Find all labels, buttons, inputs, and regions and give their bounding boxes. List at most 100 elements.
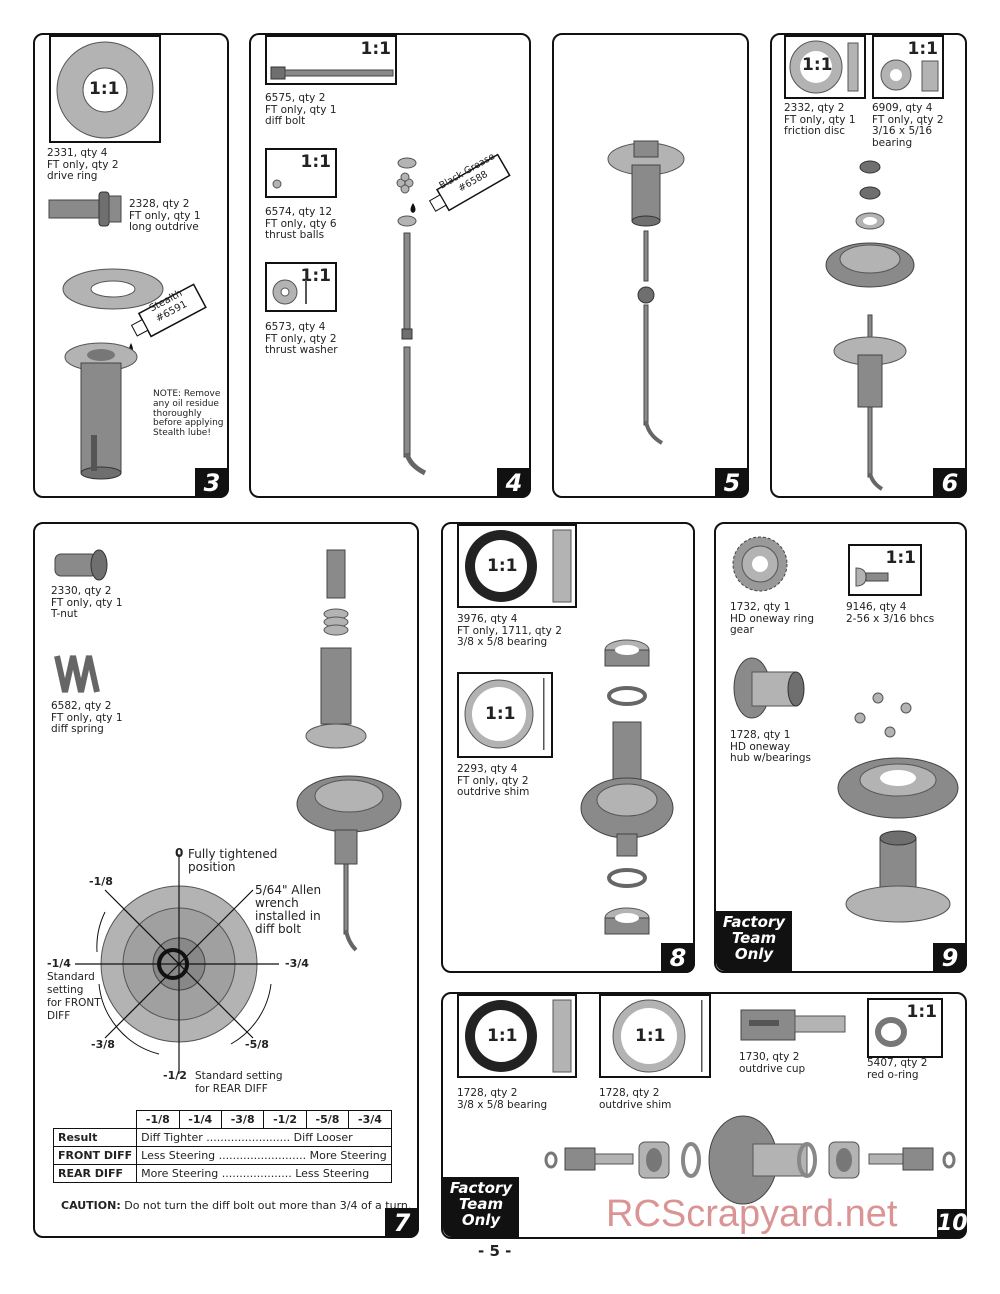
part-6582-label: 6582, qty 2 FT only, qty 1 diff spring xyxy=(51,700,123,735)
dial-minus-1-8: -1/8 xyxy=(89,875,113,888)
button-head-screw-icon xyxy=(855,567,889,587)
step-number: 3 xyxy=(195,468,229,498)
step-number: 9 xyxy=(933,943,967,973)
step-number: 4 xyxy=(497,468,531,498)
dial-minus-1-2-text: Standard setting for REAR DIFF xyxy=(195,1070,283,1095)
scale-label: 1:1 xyxy=(885,548,916,568)
outdrive-cup-icon xyxy=(740,1009,846,1041)
part-6573-scale-box: 1:1 xyxy=(265,262,337,312)
table-row: REAR DIFF More Steering ................… xyxy=(52,1164,392,1183)
bearing-icon xyxy=(465,999,572,1073)
part-9146-scale-box: 1:1 xyxy=(848,544,922,596)
row-range: More Steering .................... Less … xyxy=(136,1164,392,1183)
part-1728-shim-scale-box: 1:1 xyxy=(599,994,711,1078)
part-2332-scale-box: 1:1 xyxy=(784,35,866,99)
row-label: Result xyxy=(52,1128,138,1147)
part-9146-label: 9146, qty 4 2-56 x 3/16 bhcs xyxy=(846,601,935,625)
row-label: FRONT DIFF xyxy=(52,1146,138,1165)
dial-minus-1-4-text: Standard setting for FRONT DIFF xyxy=(47,971,101,1022)
oneway-hub-icon xyxy=(733,657,805,719)
scale-label: 1:1 xyxy=(802,55,833,75)
scale-label: 1:1 xyxy=(300,152,331,172)
row-right: Diff Looser xyxy=(293,1131,353,1144)
part-1728-shim-label: 1728, qty 2 outdrive shim xyxy=(599,1087,672,1111)
bearing-icon xyxy=(880,59,939,92)
outdrive-shim-icon xyxy=(464,678,545,750)
long-outdrive-icon xyxy=(48,191,122,227)
diff-bolt-stack-icon xyxy=(396,157,427,476)
part-2293-label: 2293, qty 4 FT only, qty 2 outdrive shim xyxy=(457,763,530,798)
scale-label: 1:1 xyxy=(907,39,938,59)
step-4-panel: 1:1 6575, qty 2 FT only, qty 1 diff bolt… xyxy=(249,33,531,498)
diff-spring-icon xyxy=(54,655,100,693)
step-number: 5 xyxy=(715,468,749,498)
diff-setting-table: -1/8 -1/4 -3/8 -1/2 -5/8 -3/4 Result Dif… xyxy=(52,1110,392,1183)
part-6575-label: 6575, qty 2 FT only, qty 1 diff bolt xyxy=(265,92,337,127)
caution-label: CAUTION: xyxy=(61,1198,121,1212)
scale-label: 1:1 xyxy=(300,266,331,286)
table-header: -3/8 xyxy=(220,1110,265,1129)
step-number: 7 xyxy=(385,1208,419,1238)
bearing-icon xyxy=(465,529,572,603)
step-number: 10 xyxy=(937,1209,968,1239)
step-number: 6 xyxy=(933,468,967,498)
scale-label: 1:1 xyxy=(635,1026,666,1046)
table-header: -3/4 xyxy=(348,1110,392,1129)
diff-adjust-dial-icon xyxy=(75,854,279,1074)
outdrive-assembly-icon xyxy=(64,342,138,480)
diff-bolt-icon xyxy=(270,66,394,80)
part-2331-scale-box: 1:1 xyxy=(49,35,161,143)
step-8-panel: 1:1 3976, qty 4 FT only, 1711, qty 2 3/8… xyxy=(441,522,695,973)
part-6573-label: 6573, qty 4 FT only, qty 2 thrust washer xyxy=(265,321,338,356)
part-1732-label: 1732, qty 1 HD oneway ring gear xyxy=(730,601,814,636)
dial-minus-1-4: -1/4 xyxy=(47,957,71,970)
table-header-row: -1/8 -1/4 -3/8 -1/2 -5/8 -3/4 xyxy=(54,1110,392,1129)
part-3976-scale-box: 1:1 xyxy=(457,524,577,608)
diff-exploded-stack-icon xyxy=(296,549,402,952)
row-label: REAR DIFF xyxy=(52,1164,138,1183)
oneway-assembly-icon xyxy=(837,692,959,923)
part-5407-label: 5407, qty 2 red o-ring xyxy=(867,1057,928,1081)
stealth-lube-tube-icon xyxy=(129,283,207,353)
part-5407-scale-box: 1:1 xyxy=(867,998,943,1058)
outdrive-bolt-assembly-icon xyxy=(607,140,685,445)
part-6909-label: 6909, qty 4 FT only, qty 2 3/16 x 5/16 b… xyxy=(872,102,944,149)
step-3-panel: 1:1 2331, qty 4 FT only, qty 2 drive rin… xyxy=(33,33,229,498)
dial-minus-3-4: -3/4 xyxy=(285,957,309,970)
part-6909-scale-box: 1:1 xyxy=(872,35,944,99)
step-5-panel: 5 xyxy=(552,33,749,498)
thrust-ball-icon xyxy=(272,179,282,189)
t-nut-icon xyxy=(54,549,108,581)
dial-zero-value: 0 xyxy=(175,846,184,860)
scale-label: 1:1 xyxy=(485,704,516,724)
caution-note: CAUTION: Do not turn the diff bolt out m… xyxy=(47,1188,411,1223)
part-6574-label: 6574, qty 12 FT only, qty 6 thrust balls xyxy=(265,206,337,241)
scale-label: 1:1 xyxy=(89,79,120,99)
row-left: Less Steering xyxy=(141,1149,216,1162)
dial-minus-5-8: -5/8 xyxy=(245,1038,269,1051)
row-range: Less Steering ......................... … xyxy=(136,1146,392,1165)
stealth-note: NOTE: Remove any oil residue thoroughly … xyxy=(153,389,224,439)
dial-zero-text: Fully tightened position xyxy=(188,847,278,874)
part-3976-label: 3976, qty 4 FT only, 1711, qty 2 3/8 x 5… xyxy=(457,613,562,648)
scale-label: 1:1 xyxy=(487,1026,518,1046)
friction-disc-icon xyxy=(789,40,859,94)
part-6574-scale-box: 1:1 xyxy=(265,148,337,198)
watermark: RCScrapyard.net xyxy=(606,1193,898,1235)
step-10-panel: 1:1 1728, qty 2 3/8 x 5/8 bearing 1:1 17… xyxy=(441,992,968,1239)
ring-gear-stack-icon xyxy=(825,160,915,491)
part-2332-label: 2332, qty 2 FT only, qty 1 friction disc xyxy=(784,102,856,137)
page-number: - 5 - xyxy=(478,1242,512,1260)
part-1728-bearing-scale-box: 1:1 xyxy=(457,994,577,1078)
row-right: Less Steering xyxy=(295,1167,370,1180)
scale-label: 1:1 xyxy=(487,556,518,576)
drive-ring-icon xyxy=(56,41,154,139)
scale-label: 1:1 xyxy=(360,39,391,59)
table-row: FRONT DIFF Less Steering ...............… xyxy=(52,1146,392,1165)
part-2331-label: 2331, qty 4 FT only, qty 2 drive ring xyxy=(47,147,119,182)
part-1728-bearing-label: 1728, qty 2 3/8 x 5/8 bearing xyxy=(457,1087,548,1111)
dial-minus-3-8: -3/8 xyxy=(91,1038,115,1051)
dial-minus-1-2: -1/2 xyxy=(163,1069,187,1082)
table-header: -1/8 xyxy=(136,1110,180,1129)
part-1730-label: 1730, qty 2 outdrive cup xyxy=(739,1051,806,1075)
